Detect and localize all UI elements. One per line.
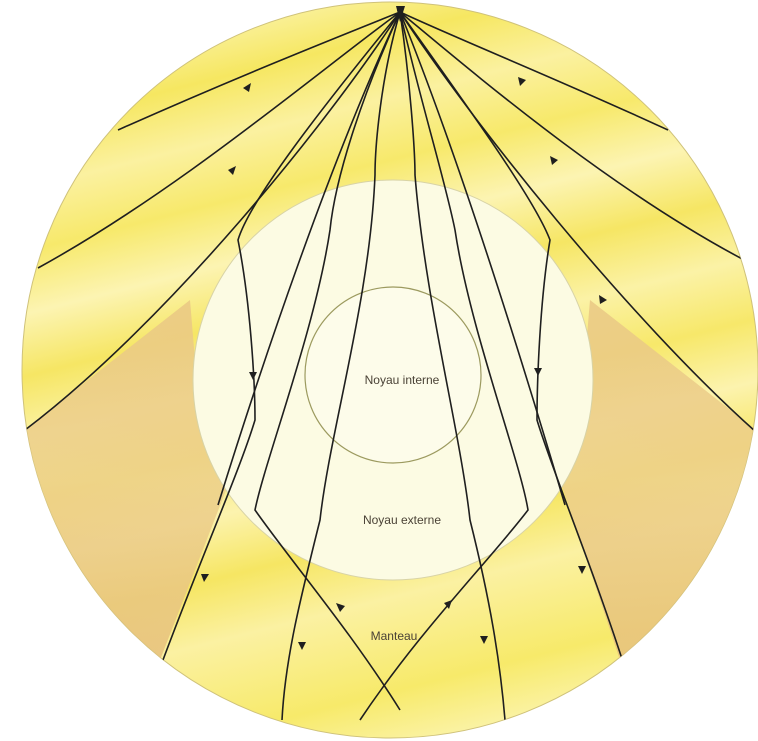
inner-core-label: Noyau interne	[365, 373, 440, 387]
outer-core-label: Noyau externe	[363, 513, 441, 527]
mantle-label: Manteau	[371, 629, 418, 643]
